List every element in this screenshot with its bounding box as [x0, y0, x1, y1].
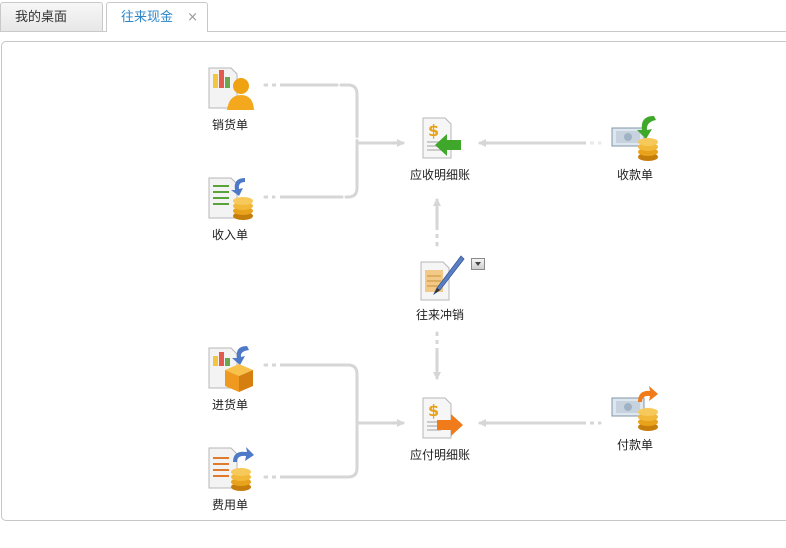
tab-my-desktop[interactable]: 我的桌面 — [0, 2, 103, 31]
tab-bar-divider — [0, 31, 786, 32]
tab-label: 我的桌面 — [15, 10, 68, 25]
payment-order-icon — [611, 386, 658, 431]
sales-order-icon — [208, 67, 254, 110]
receipt-order-icon — [611, 116, 658, 161]
node-label: 往来冲销 — [415, 308, 464, 322]
node-label: 销货单 — [211, 118, 248, 132]
receivable-ledger-node[interactable]: $ 应收明细账 — [400, 114, 480, 183]
payable-ledger-icon: $ — [422, 397, 463, 439]
payable-ledger-node[interactable]: $ 应付明细账 — [400, 394, 480, 463]
svg-text:$: $ — [428, 401, 439, 420]
expense-order-node[interactable]: 费用单 — [190, 444, 270, 513]
expense-order-icon — [208, 447, 254, 491]
offset-dropdown-button[interactable] — [471, 258, 485, 270]
tab-cash-flow[interactable]: 往来现金 × — [106, 2, 208, 32]
sales-order-node[interactable]: 销货单 — [190, 64, 270, 133]
income-order-icon — [208, 177, 253, 220]
flow-panel — [1, 41, 786, 521]
purchase-order-icon — [208, 346, 253, 392]
income-order-node[interactable]: 收入单 — [190, 174, 270, 243]
node-label: 付款单 — [616, 438, 653, 452]
svg-text:$: $ — [428, 121, 439, 140]
node-label: 费用单 — [211, 498, 248, 512]
tab-bar: 我的桌面 往来现金 × — [0, 0, 786, 32]
offset-icon — [420, 255, 465, 301]
receivable-ledger-icon: $ — [422, 117, 461, 159]
receipt-order-node[interactable]: 收款单 — [595, 114, 675, 183]
offset-node[interactable]: 往来冲销 — [400, 254, 480, 323]
close-icon[interactable]: × — [187, 10, 198, 25]
node-label: 收款单 — [616, 168, 653, 182]
tab-label: 往来现金 — [121, 10, 174, 25]
node-label: 收入单 — [211, 228, 248, 242]
node-label: 进货单 — [211, 398, 248, 412]
payment-order-node[interactable]: 付款单 — [595, 384, 675, 453]
node-label: 应收明细账 — [409, 168, 470, 182]
purchase-order-node[interactable]: 进货单 — [190, 344, 270, 413]
node-label: 应付明细账 — [409, 448, 470, 462]
